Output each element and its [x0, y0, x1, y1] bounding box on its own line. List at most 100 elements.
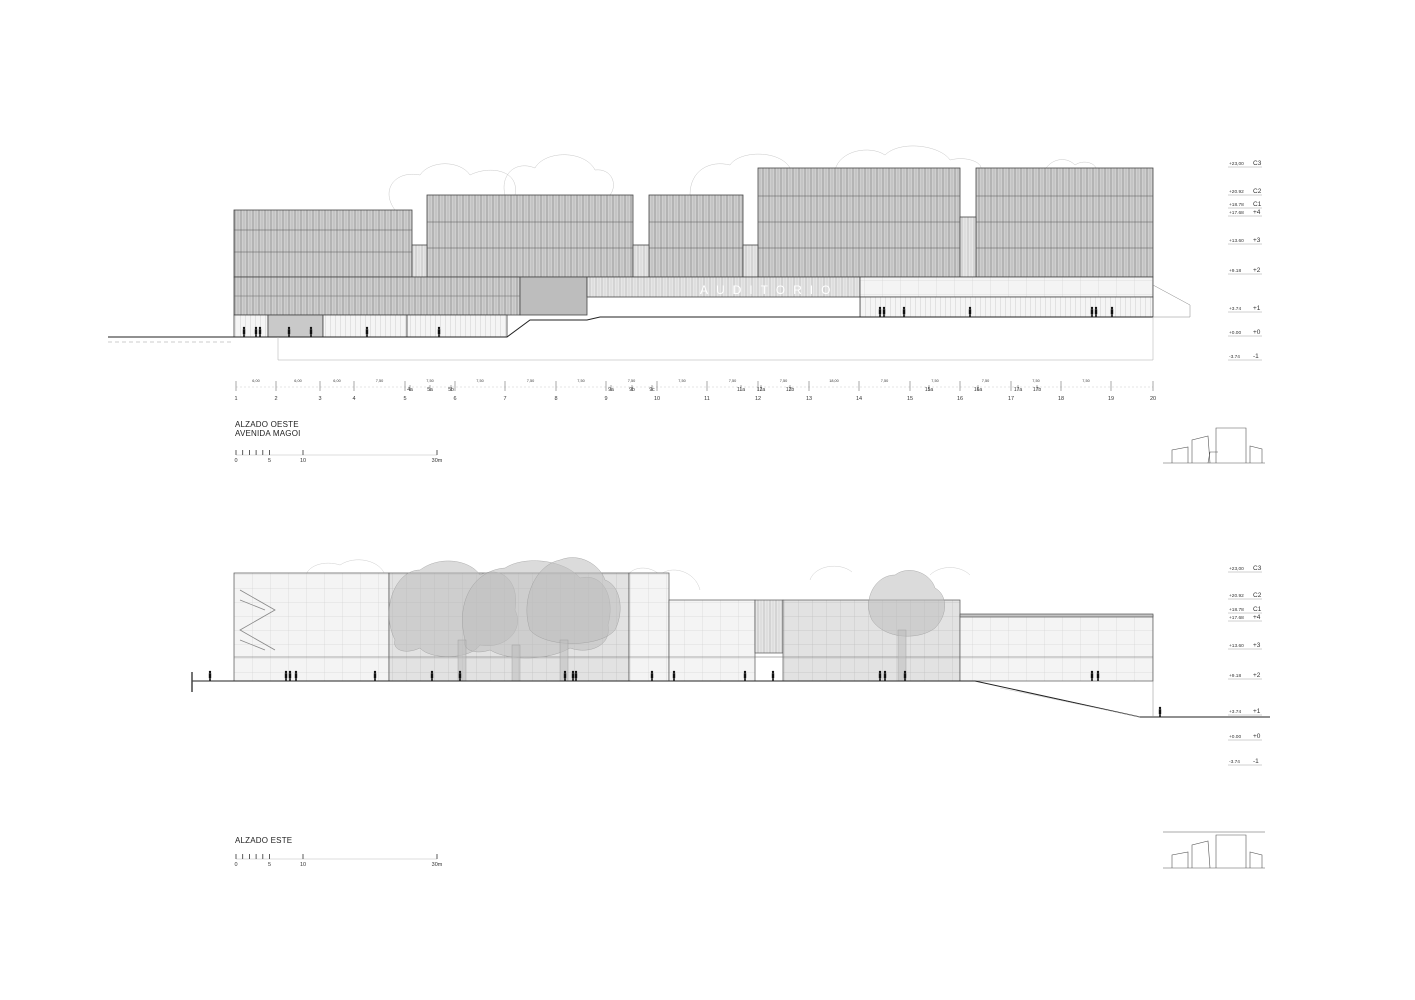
- scale-label: 5: [268, 862, 271, 868]
- west-ground: [108, 284, 1191, 361]
- west-elevation-title: ALZADO OESTE AVENIDA MAGOI: [235, 420, 301, 438]
- axis-label: 4: [352, 396, 355, 402]
- west-title-line1: ALZADO OESTE: [235, 420, 299, 429]
- west-base: [233, 276, 1154, 338]
- axis-label: 9a: [608, 387, 614, 393]
- axis-label: 15a: [925, 387, 934, 393]
- level-value: +13.60: [1229, 238, 1244, 244]
- axis-span-label: 6,00: [252, 379, 259, 383]
- axis-label: 13: [806, 396, 812, 402]
- axis-ticks: [235, 381, 1154, 391]
- axis-span-label: 7,50: [476, 379, 483, 383]
- axis-label: 9c: [649, 387, 655, 393]
- east-ground: [191, 672, 1270, 718]
- axis-label: 14: [856, 396, 862, 402]
- scale-label: 0: [234, 458, 237, 464]
- west-elevation: AUDITORIO 6,00 6: [108, 145, 1265, 464]
- level-value: +0.00: [1229, 734, 1241, 740]
- west-title-line2: AVENIDA MAGOI: [235, 429, 301, 438]
- level-code: C3: [1253, 160, 1262, 167]
- axis-span-label: 6,00: [294, 379, 301, 383]
- axis-span-label: 7,50: [1032, 379, 1039, 383]
- axis-label: 6: [453, 396, 456, 402]
- east-key-plan: [1163, 831, 1265, 869]
- axis-span-labels: 6,00 6,00 6,00 7,50 7,50 7,50 7,50 7,50 7,50 7,50…: [252, 379, 1089, 383]
- axis-label: 5b: [448, 387, 454, 393]
- east-volumes: [233, 572, 1154, 682]
- axis-span-label: 7,50: [1082, 379, 1089, 383]
- level-code: +1: [1253, 708, 1261, 715]
- axis-label: 9b: [629, 387, 635, 393]
- level-value: -3.74: [1229, 354, 1240, 360]
- level-value: +20.92: [1229, 189, 1244, 195]
- scale-label: 30m: [432, 862, 443, 868]
- level-value: +3.74: [1229, 709, 1241, 715]
- level-value: +23,00: [1229, 566, 1244, 572]
- axis-span-label: 7,50: [780, 379, 787, 383]
- level-code: +3: [1253, 237, 1261, 244]
- axis-span-label: 7,50: [376, 379, 383, 383]
- scale-bar-east: 0 5 10 30m: [234, 854, 443, 868]
- scale-label: 30m: [432, 458, 443, 464]
- axis-label: 1: [234, 396, 237, 402]
- level-code: C3: [1253, 565, 1262, 572]
- level-code: +4: [1253, 614, 1261, 621]
- axis-label: 16a: [974, 387, 983, 393]
- level-code: -1: [1253, 353, 1259, 360]
- axis-span-label: 7,50: [426, 379, 433, 383]
- level-code: -1: [1253, 758, 1259, 765]
- axis-label: 12b: [786, 387, 795, 393]
- axis-span-label: 7,50: [931, 379, 938, 383]
- west-key-plan: [1163, 427, 1265, 464]
- east-trees: [388, 557, 945, 682]
- axis-span-label: 18,00: [829, 379, 839, 383]
- auditorio-sign: AUDITORIO: [700, 283, 838, 297]
- axis-span-label: 7,50: [628, 379, 635, 383]
- west-upper-volumes: [233, 167, 1154, 278]
- axis-span-label: 6,00: [333, 379, 340, 383]
- level-value: +17.68: [1229, 615, 1244, 621]
- level-value: +17.68: [1229, 210, 1244, 216]
- level-value: +3.74: [1229, 306, 1241, 312]
- level-code: C1: [1253, 201, 1262, 208]
- east-title-line1: ALZADO ESTE: [235, 836, 293, 845]
- axis-label: 12a: [757, 387, 766, 393]
- axis-label: 15: [907, 396, 913, 402]
- axis-label: 17b: [1033, 387, 1042, 393]
- axis-label: 5a: [427, 387, 433, 393]
- axis-label: 11a: [737, 387, 745, 393]
- level-value: +9.18: [1229, 673, 1241, 679]
- east-elevation-title: ALZADO ESTE: [235, 836, 292, 845]
- level-code: C1: [1253, 606, 1262, 613]
- axis-label: 16: [957, 396, 963, 402]
- scale-label: 10: [300, 862, 306, 868]
- axis-label: 5: [403, 396, 406, 402]
- scale-label: 10: [300, 458, 306, 464]
- axis-span-label: 7,50: [678, 379, 685, 383]
- level-code: C2: [1253, 592, 1262, 599]
- axis-span-label: 7,50: [982, 379, 989, 383]
- level-code: +0: [1253, 733, 1261, 740]
- level-code: +4: [1253, 209, 1261, 216]
- axis-label: 19: [1108, 396, 1114, 402]
- level-value: +0.00: [1229, 330, 1241, 336]
- level-code: +0: [1253, 329, 1261, 336]
- level-value: +20.92: [1229, 593, 1244, 599]
- level-value: -3.74: [1229, 759, 1240, 765]
- level-code: +1: [1253, 305, 1261, 312]
- level-code: C2: [1253, 188, 1262, 195]
- axis-label: 12: [755, 396, 761, 402]
- axis-label: 3: [318, 396, 321, 402]
- scale-label: 0: [234, 862, 237, 868]
- axis-label: 17: [1008, 396, 1014, 402]
- axis-label: 2: [274, 396, 277, 402]
- axis-label: 20: [1150, 396, 1156, 402]
- level-value: +9.18: [1229, 268, 1241, 274]
- axis-span-label: 7,50: [729, 379, 736, 383]
- axis-label: 8: [554, 396, 557, 402]
- level-code: +2: [1253, 672, 1261, 679]
